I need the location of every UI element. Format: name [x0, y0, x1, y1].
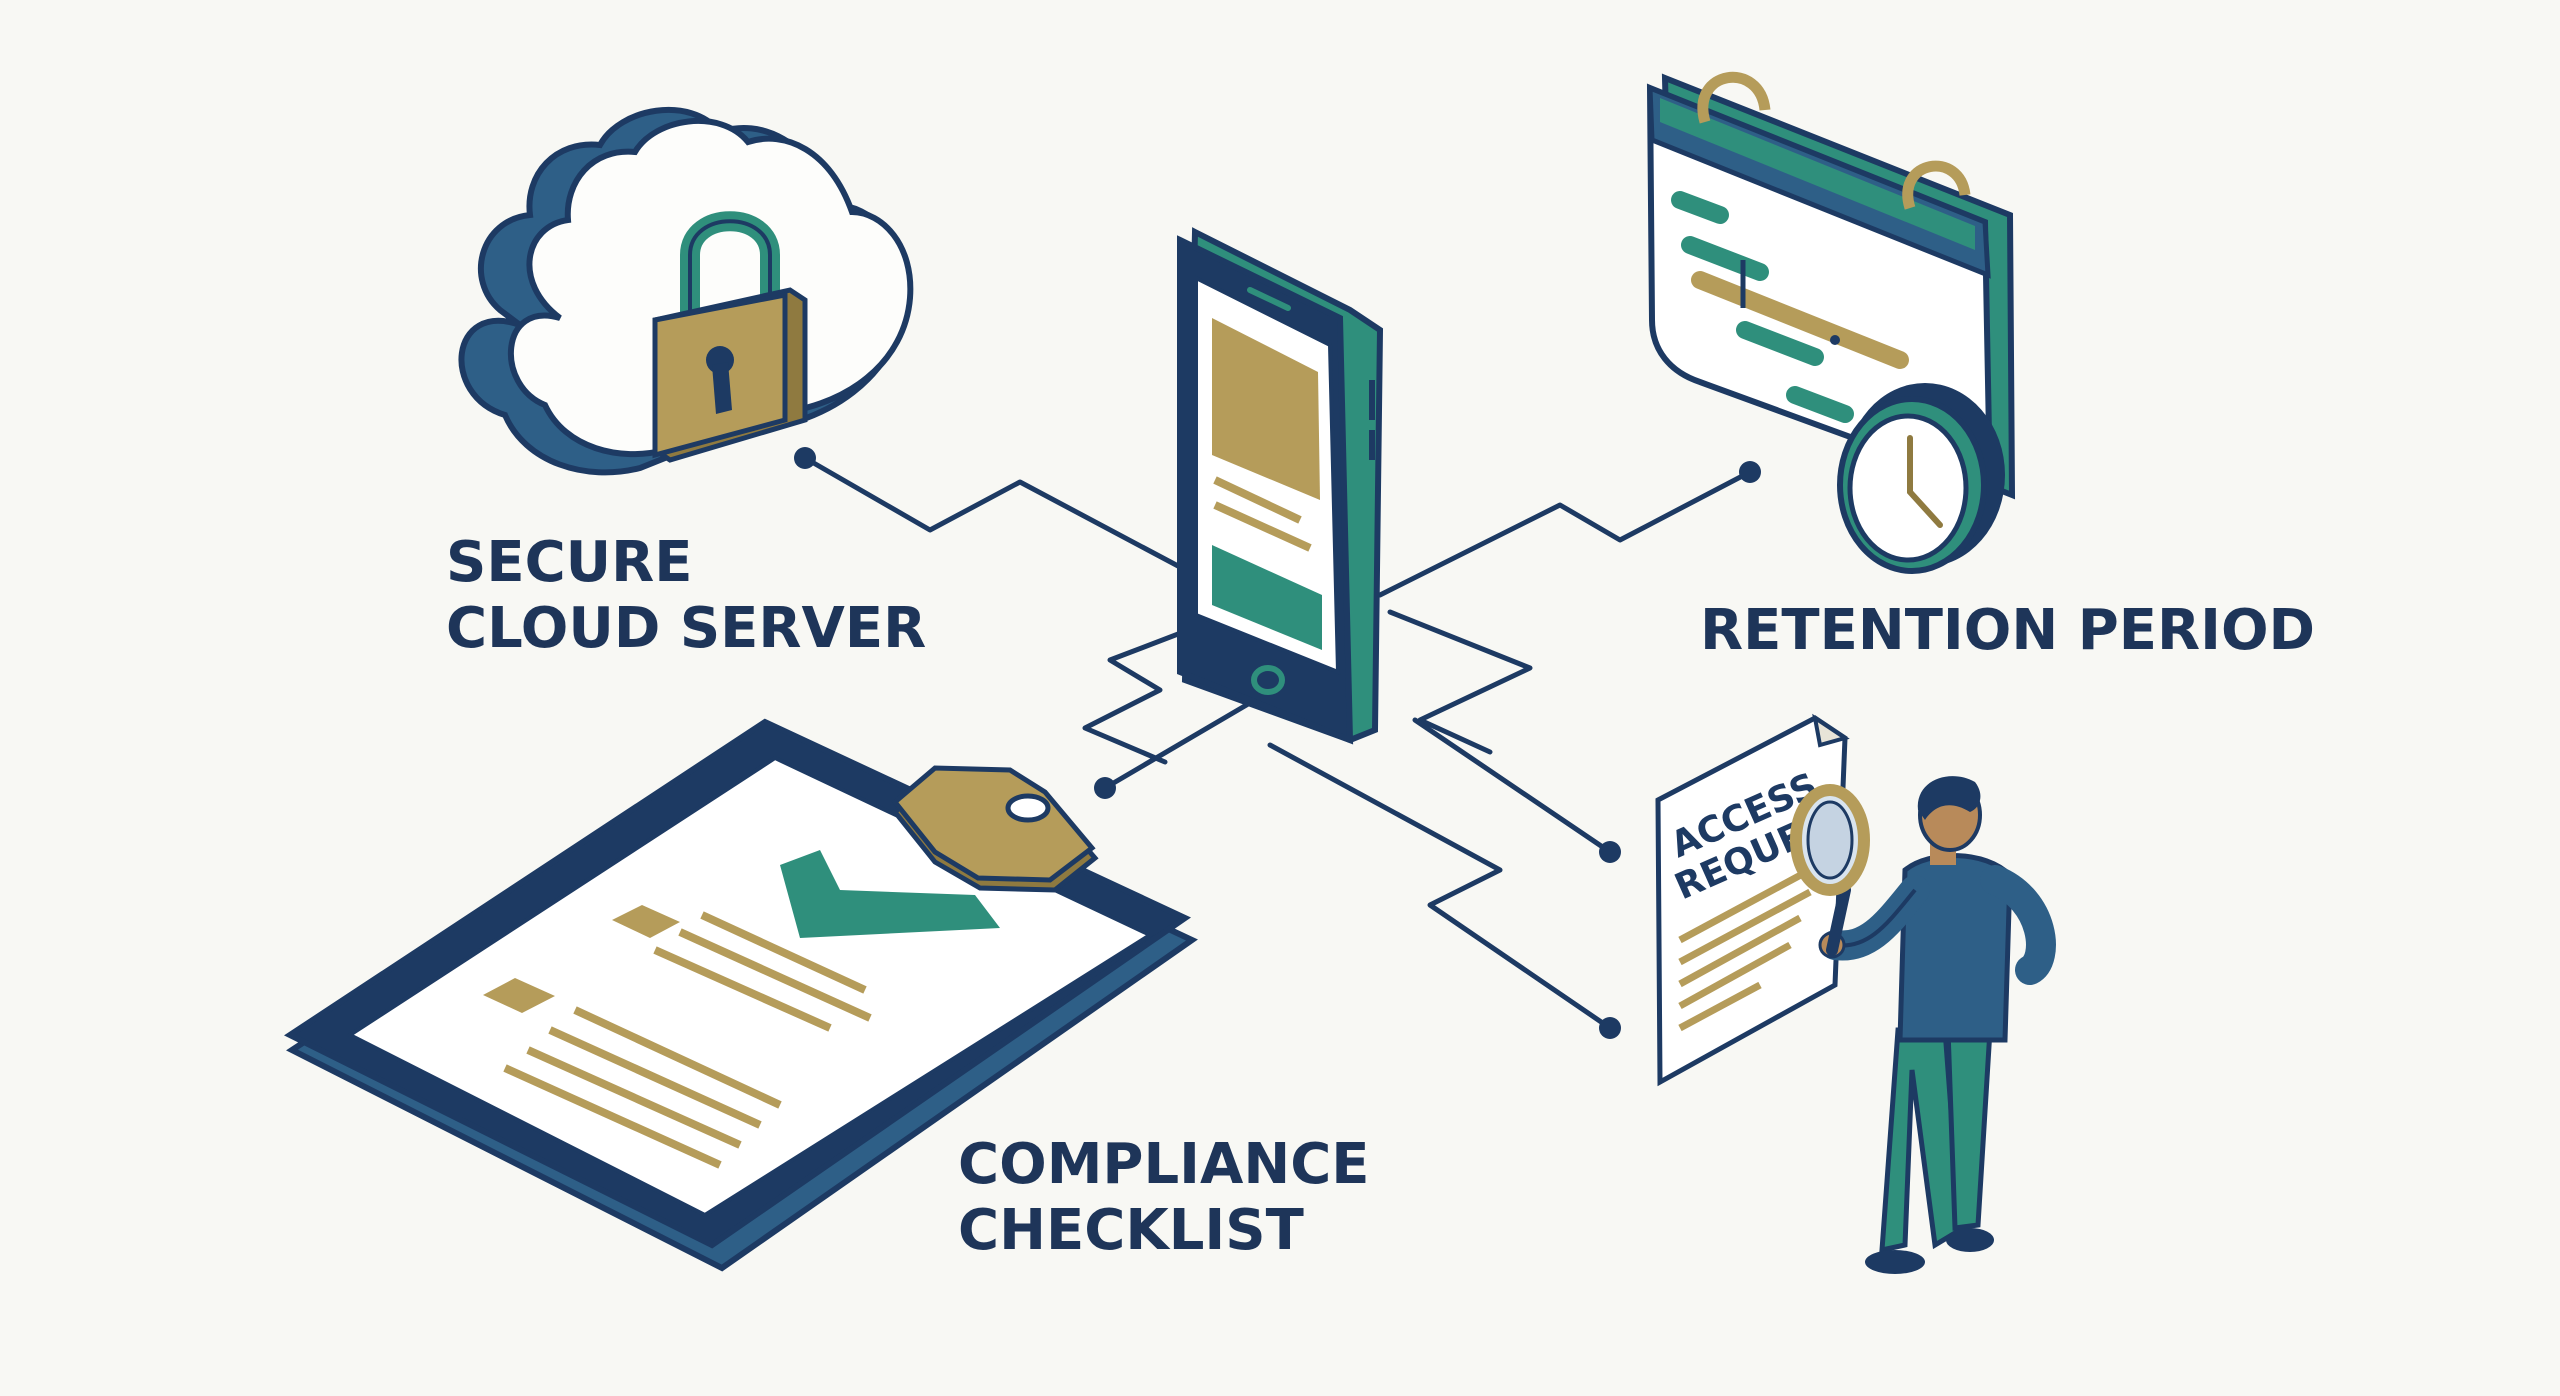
- label-secure-cloud-server: SECURE CLOUD SERVER: [446, 530, 926, 662]
- smartphone-icon: [1177, 227, 1384, 745]
- person-figure: [1790, 776, 2056, 1274]
- connector-access-lower: [1267, 742, 1621, 1039]
- label-compliance-line1: COMPLIANCE: [958, 1132, 1370, 1197]
- label-cloud-line2: CLOUD SERVER: [446, 596, 927, 661]
- person-magnifier-icon: ACCESS REQUE: [1655, 713, 2056, 1274]
- label-retention-period: RETENTION PERIOD: [1700, 598, 2315, 664]
- connector-clipboard: [1094, 697, 1258, 799]
- connector-lines: [794, 447, 1761, 1039]
- access-request-document: ACCESS REQUE: [1655, 713, 1850, 1087]
- cloud-lock-icon: [458, 107, 914, 476]
- label-retention-text: RETENTION PERIOD: [1700, 598, 2316, 663]
- label-compliance-checklist: COMPLIANCE CHECKLIST: [958, 1132, 1370, 1264]
- connector-calendar: [1377, 461, 1761, 598]
- connector-right-loop: [1387, 609, 1533, 755]
- calendar-clock-icon: [1646, 71, 2016, 574]
- connector-cloud: [794, 447, 1198, 578]
- label-compliance-line2: CHECKLIST: [958, 1198, 1304, 1263]
- connector-access-upper: [1412, 717, 1621, 863]
- label-cloud-line1: SECURE: [446, 530, 693, 595]
- connector-left-loop: [1082, 615, 1223, 765]
- clipboard-checklist-icon: [283, 718, 1198, 1272]
